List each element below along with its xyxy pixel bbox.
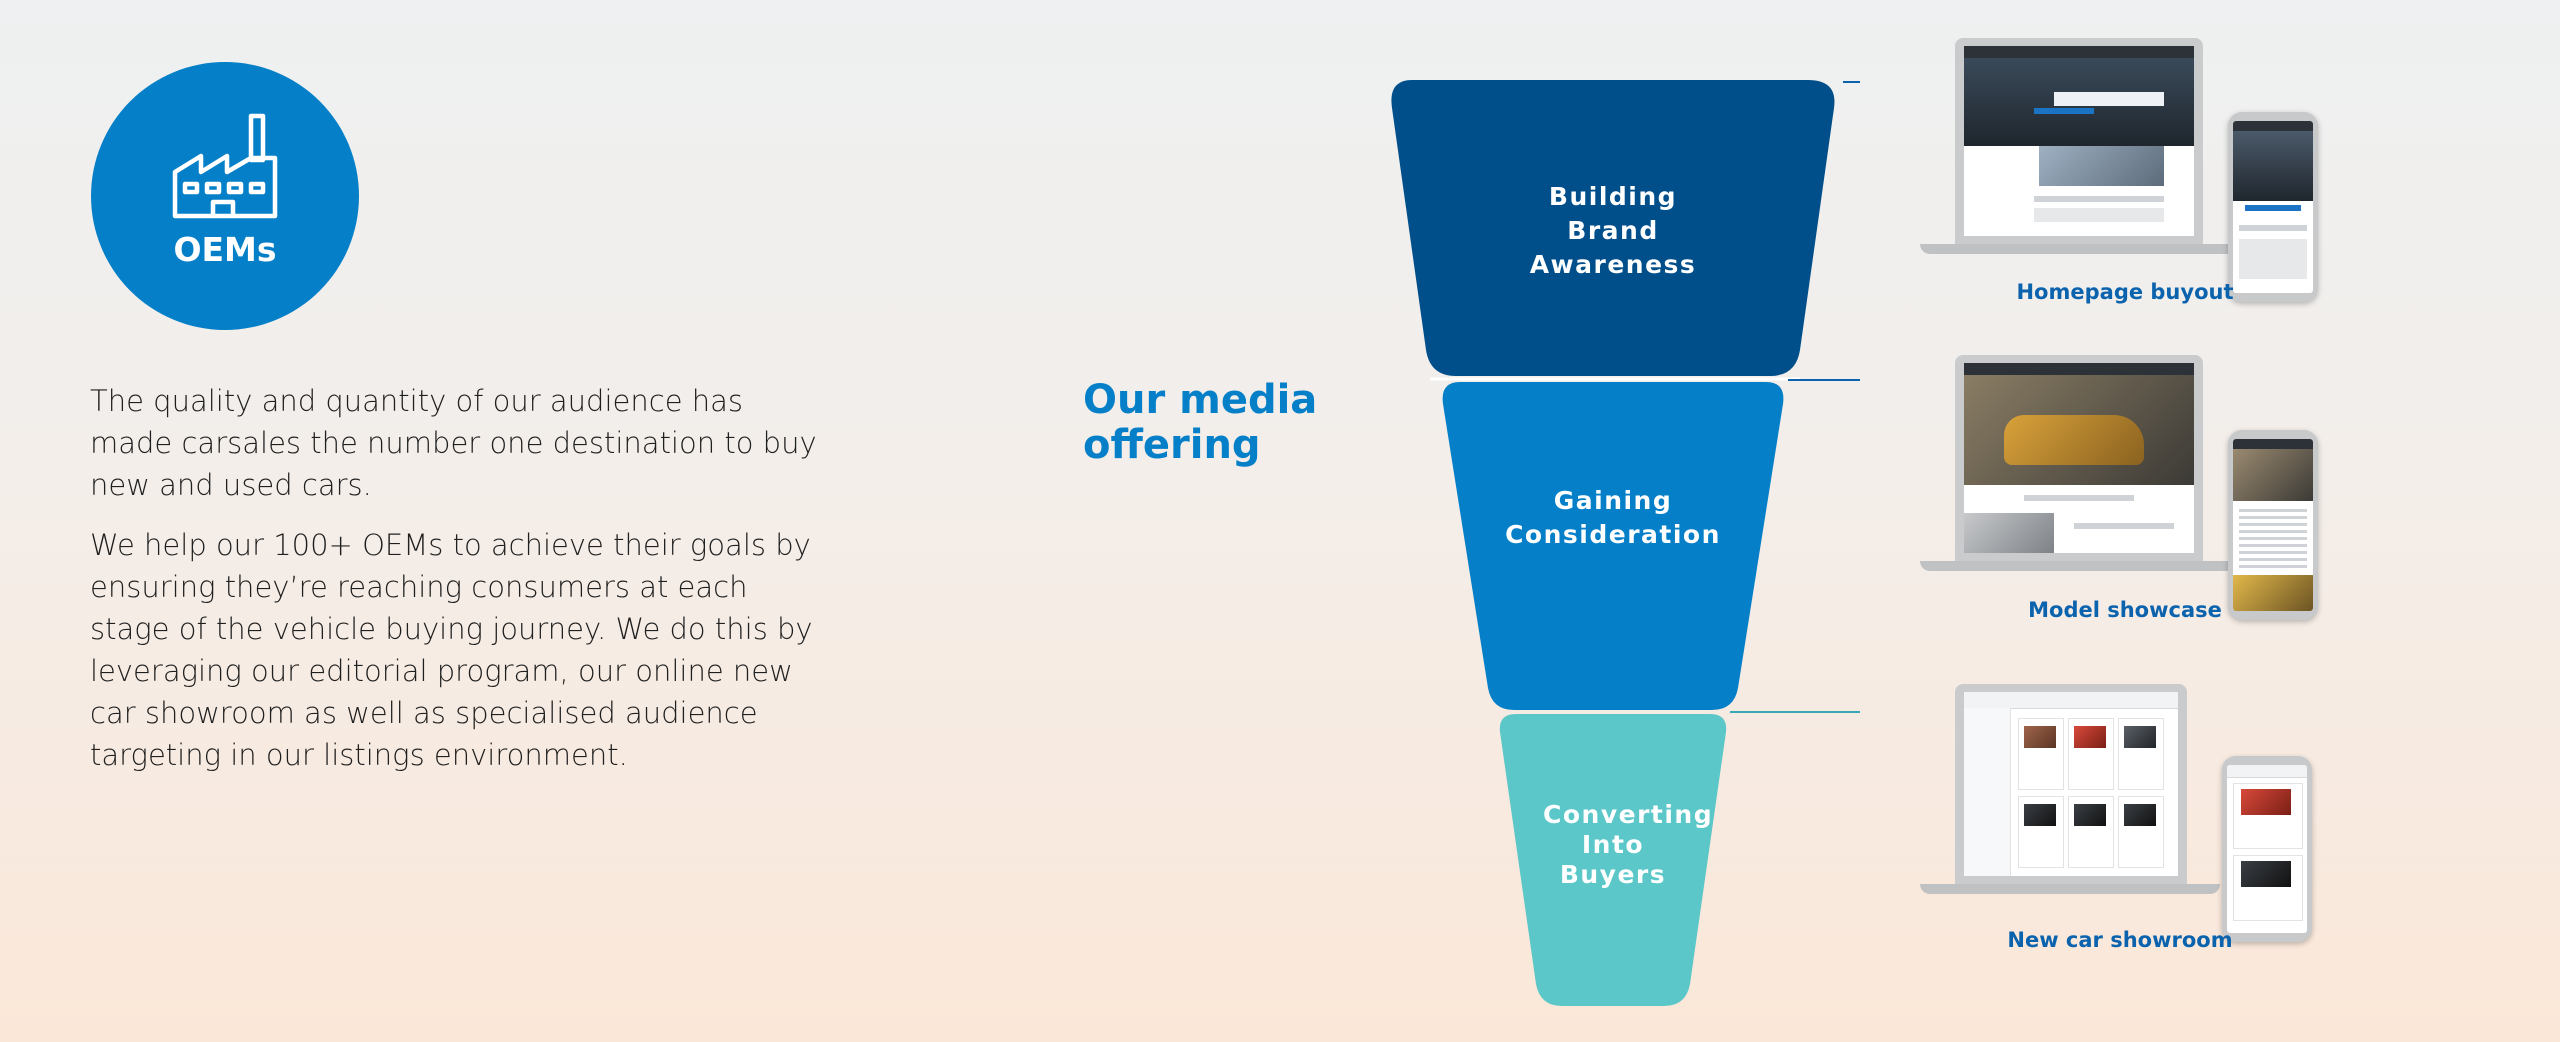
caption-new-car-showroom: New car showroom bbox=[2007, 928, 2233, 952]
funnel-stage-awareness bbox=[1391, 80, 1835, 376]
funnel-graphic bbox=[1391, 80, 1860, 1006]
intro-text: The quality and quantity of our audience… bbox=[90, 380, 830, 794]
homepage-laptop-mockup bbox=[1920, 38, 2280, 258]
oem-label: OEMs bbox=[173, 230, 277, 269]
model-showcase-laptop-mockup bbox=[1920, 355, 2280, 575]
stage-label-consideration: Gaining Consideration bbox=[1505, 486, 1721, 549]
intro-paragraph-2: We help our 100+ OEMs to achieve their g… bbox=[90, 528, 813, 772]
intro-paragraph-1: The quality and quantity of our audience… bbox=[90, 384, 817, 502]
funnel-stage-consideration bbox=[1442, 382, 1784, 710]
stage-label-awareness: Building Brand Awareness bbox=[1529, 182, 1697, 279]
caption-model-showcase: Model showcase bbox=[2028, 598, 2222, 622]
stage-label-conversion: Converting Into Buyers bbox=[1543, 800, 1714, 889]
media-offering-title: Our media offering bbox=[1083, 377, 1318, 468]
oem-badge: OEMs bbox=[91, 62, 359, 330]
factory-icon bbox=[172, 113, 278, 219]
showroom-laptop-mockup bbox=[1920, 684, 2280, 904]
showroom-phone-mockup bbox=[2222, 756, 2312, 942]
funnel-stage-conversion bbox=[1499, 714, 1727, 1006]
homepage-phone-mockup bbox=[2228, 112, 2318, 302]
model-showcase-phone-mockup bbox=[2228, 430, 2318, 620]
caption-homepage-buyout: Homepage buyout bbox=[2016, 280, 2234, 304]
